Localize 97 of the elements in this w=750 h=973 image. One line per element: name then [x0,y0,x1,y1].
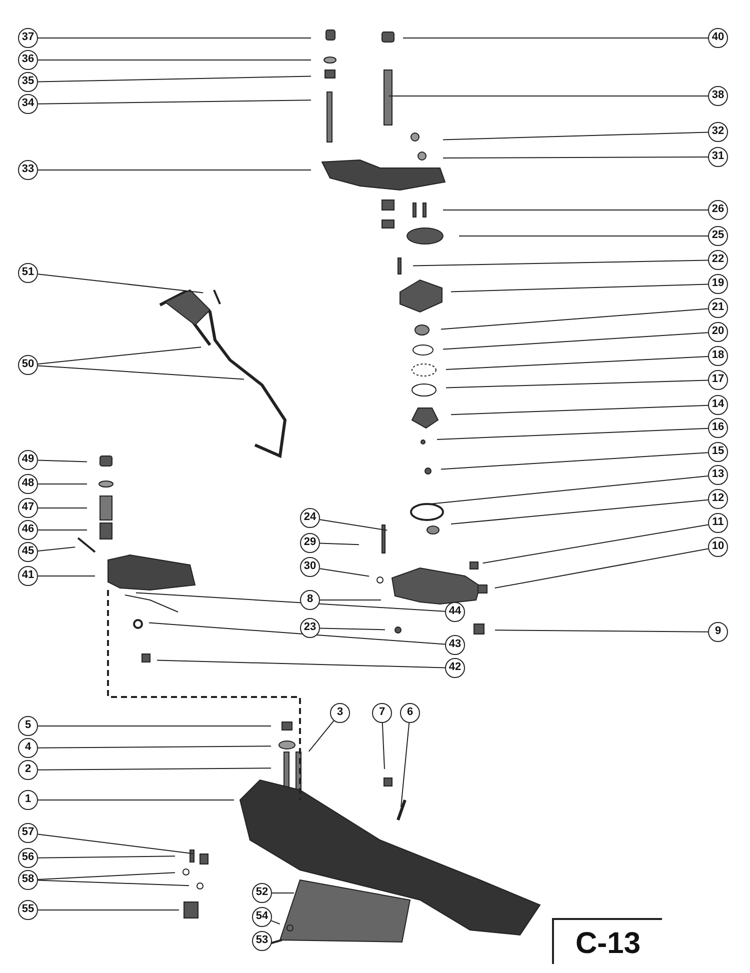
leader-line [37,346,202,364]
leader-line [272,892,294,894]
leader-line [494,630,708,632]
callout-number: 45 [18,542,38,562]
callout-number: 18 [708,346,728,366]
callout-number: 1 [18,790,38,810]
callout-number: 8 [300,590,320,610]
callout-number: 52 [252,883,272,903]
leader-line [400,722,410,808]
callout-number: 51 [18,263,38,283]
callout-number: 34 [18,94,38,114]
callout-number: 50 [18,355,38,375]
callout-number: 58 [18,870,38,890]
leader-line [38,872,176,880]
leader-line [37,834,194,854]
callout-number: 13 [708,465,728,485]
callout-number: 37 [18,28,38,48]
callout-number: 5 [18,716,38,736]
leader-line [450,404,708,416]
leader-line [38,460,88,462]
callout-number: 23 [300,618,320,638]
callout-number: 11 [708,513,728,533]
leader-line [38,880,190,886]
callout-number: 44 [445,602,465,622]
callout-number: 38 [708,86,728,106]
callout-number: 53 [252,931,272,951]
leader-line [436,428,708,440]
leader-line [37,546,76,552]
leader-line [38,856,176,858]
callout-number: 2 [18,760,38,780]
leader-line [446,356,708,370]
leader-line [38,768,272,770]
callout-number: 36 [18,50,38,70]
leader-line [38,365,244,380]
leader-line [320,628,386,630]
callout-number: 14 [708,395,728,415]
leader-line [270,920,280,924]
callout-number: 17 [708,370,728,390]
callout-number: 32 [708,122,728,142]
leader-line [382,722,385,770]
callout-number: 42 [445,658,465,678]
callout-number: 35 [18,72,38,92]
leader-line [482,524,709,564]
callout-number: 12 [708,489,728,509]
leader-line [38,76,312,82]
callout-number: 33 [18,160,38,180]
callout-number: 49 [18,450,38,470]
leader-line [442,332,708,350]
leader-line [412,260,708,266]
callout-number: 19 [708,274,728,294]
callout-number: 7 [372,703,392,723]
callout-number: 3 [330,703,350,723]
callout-number: 6 [400,703,420,723]
callout-number: 43 [445,635,465,655]
callout-number: 16 [708,418,728,438]
leader-line [446,380,708,388]
callout-number: 10 [708,537,728,557]
callout-number: 40 [708,28,728,48]
leader-line [136,592,446,612]
leader-line [450,499,708,524]
callout-number: 25 [708,226,728,246]
leader-line [320,542,360,546]
callout-number: 21 [708,298,728,318]
leader-line [319,568,370,577]
leader-line [37,274,204,294]
leader-line [148,622,446,645]
leader-line [38,746,272,748]
callout-number: 41 [18,566,38,586]
callout-number: 31 [708,147,728,167]
leader-line [442,156,708,158]
callout-number: 4 [18,738,38,758]
callout-number: 55 [18,900,38,920]
callout-number: 20 [708,322,728,342]
callout-number: 9 [708,622,728,642]
leader-line [450,284,708,292]
leader-line [38,100,312,104]
leader-line [156,660,446,668]
callout-number: 30 [300,557,320,577]
callout-number: 22 [708,250,728,270]
leader-line [430,476,709,504]
callout-number: 15 [708,442,728,462]
callout-number: 26 [708,200,728,220]
callout-number: 57 [18,823,38,843]
leader-line [319,519,388,531]
figure-code: C-13 [552,918,662,964]
callout-number: 54 [252,907,272,927]
leader-line [442,132,708,140]
callout-number: 47 [18,498,38,518]
leader-line [494,548,709,588]
callout-number: 29 [300,533,320,553]
leader-line [440,452,708,470]
callout-number: 56 [18,848,38,868]
leader-line [440,308,708,330]
leader-line [308,720,334,752]
callout-number: 48 [18,474,38,494]
callout-number: 46 [18,520,38,540]
callout-number: 24 [300,508,320,528]
